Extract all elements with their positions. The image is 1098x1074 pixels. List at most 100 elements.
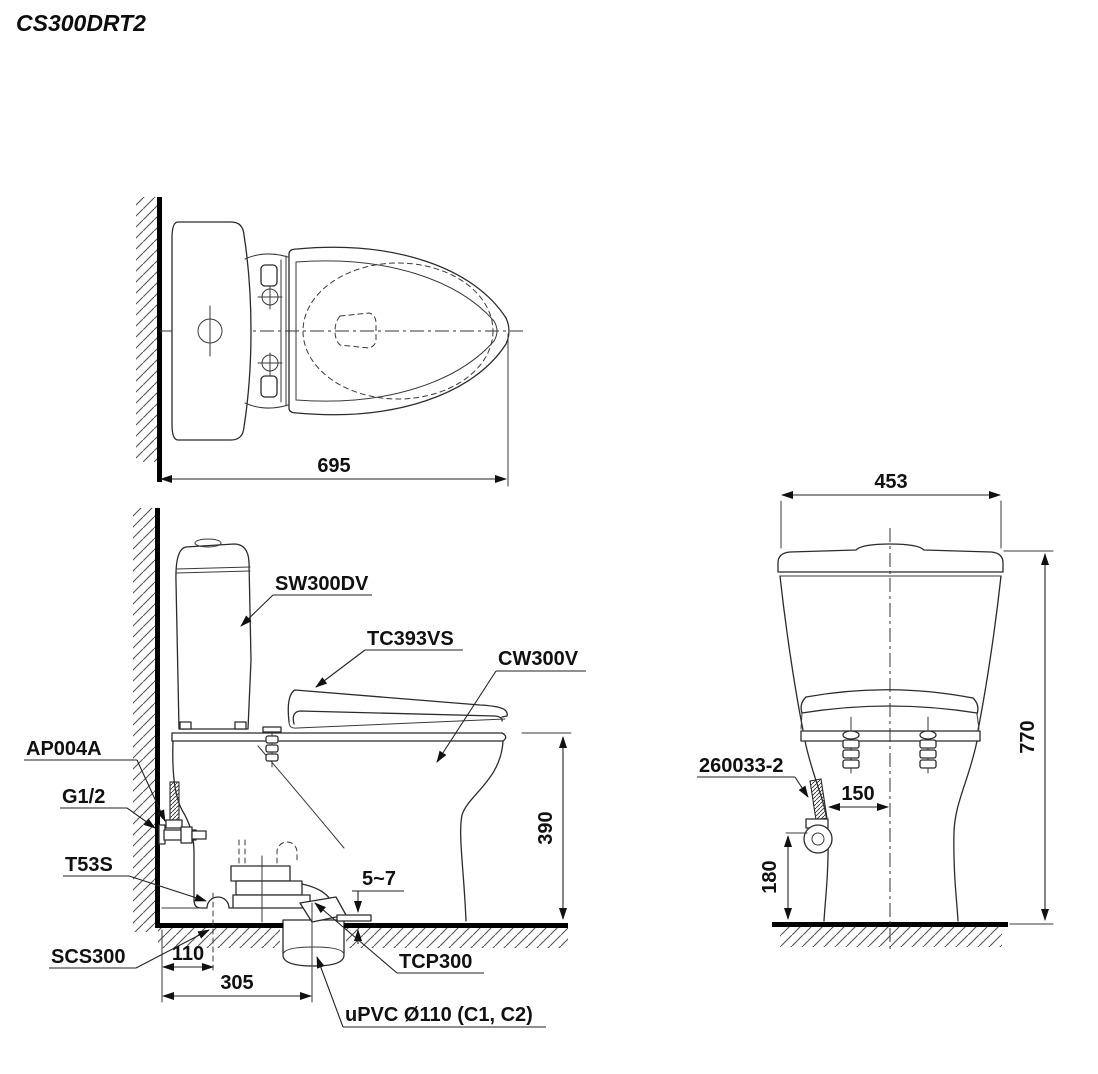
- outlet-lip: [336, 914, 372, 922]
- floor-line: [772, 922, 1008, 927]
- label-angle-valve-leader: [794, 776, 809, 798]
- cistern-side-right: [977, 575, 1002, 731]
- cistern-side-left: [779, 575, 804, 731]
- seat-bolt-plate: [262, 726, 282, 733]
- bolt-washer: [919, 730, 937, 740]
- lid-outline: [288, 246, 510, 416]
- hinge-cap-top: [260, 264, 278, 287]
- bolt-nut: [919, 759, 937, 769]
- connector-plate-1: [230, 865, 291, 882]
- label-stop-valve: T53S: [65, 854, 113, 876]
- seat-lid-profile: [287, 689, 508, 723]
- bolt-washer: [842, 730, 860, 740]
- rim-nose: [501, 732, 507, 742]
- hook-pipe-dashed: [276, 841, 298, 873]
- drain-pipe: [282, 919, 345, 967]
- dim-valve-height: 180: [759, 860, 781, 893]
- inlet-hex-nut: [180, 826, 193, 844]
- wall-line: [157, 197, 162, 482]
- label-cistern: SW300DV: [275, 573, 369, 595]
- pedestal-right: [953, 740, 978, 922]
- label-connector-leader: [135, 929, 210, 969]
- dim-overall-width: 453: [874, 471, 907, 493]
- floor-hatch-right: [346, 928, 568, 948]
- floor-hatch-left: [158, 928, 280, 948]
- seat-ring-arc: [801, 705, 978, 714]
- dim-floor-gap: 5~7: [362, 868, 396, 890]
- floor-line-right: [344, 923, 568, 928]
- seat-lid-curl-right: [972, 697, 979, 715]
- bolt-nut: [919, 739, 937, 749]
- cistern-lid-knob: [194, 538, 222, 548]
- seat-bolt-left: [842, 716, 860, 774]
- dim-outlet-offset: 305: [220, 972, 253, 994]
- label-seat: TC393VS: [367, 628, 454, 650]
- label-stop-valve-leader: [128, 875, 207, 902]
- side-view: 390 5~7 110 305 SW300DV TC393VS CW300V A…: [24, 508, 586, 1028]
- valve-body: [803, 824, 833, 854]
- seat-bolt-nut: [265, 735, 279, 744]
- valve-rod: [809, 778, 828, 821]
- hinge-cap-bottom: [260, 375, 278, 398]
- fill-valve-rod: [169, 781, 180, 821]
- hinge-arc-bottom: [244, 402, 289, 409]
- valve-port: [811, 832, 825, 846]
- label-bowl: CW300V: [498, 648, 579, 670]
- dim-overall-depth: 695: [317, 455, 350, 477]
- bolt-nut: [842, 759, 860, 769]
- water-spot: [334, 312, 377, 349]
- cistern-foot: [234, 721, 247, 730]
- seat-ring-profile: [292, 710, 503, 725]
- drain-pipe-mouth: [282, 946, 345, 956]
- bolt-nut: [919, 749, 937, 759]
- label-fill-valve: AP004A: [26, 738, 102, 760]
- wall-hatch: [133, 508, 155, 932]
- inlet-stub: [191, 830, 207, 840]
- cistern-outline: [175, 543, 252, 730]
- top-view: 695: [136, 197, 523, 487]
- hinge-arc-top: [244, 253, 289, 260]
- seat-lid-arc: [805, 689, 974, 699]
- cistern-lid-line: [175, 566, 251, 570]
- seat-outline: [295, 260, 498, 402]
- wall-line: [155, 508, 160, 928]
- label-drain-pipe-leader: [316, 956, 344, 1028]
- connector-plate-2: [235, 880, 303, 896]
- label-seat-leader: [315, 649, 366, 688]
- cistern-outline: [171, 221, 252, 441]
- label-outlet-socket-leader: [314, 902, 398, 974]
- label-water-inlet: G1/2: [62, 786, 105, 808]
- dim-inlet-offset: 110: [172, 943, 204, 965]
- bolt-nut: [842, 739, 860, 749]
- label-connector: SCS300: [51, 946, 126, 968]
- dim-rim-height: 390: [535, 811, 557, 844]
- bowl-opening: [302, 262, 494, 400]
- seat-edge-left: [800, 712, 803, 730]
- label-fill-valve-leader: [136, 759, 166, 822]
- fill-valve-nut: [165, 819, 183, 829]
- seat-lid-curl-left: [800, 696, 807, 714]
- floor-hatch: [780, 927, 1002, 947]
- label-angle-valve: 260033-2: [699, 755, 784, 777]
- seat-bolt-nut: [265, 753, 279, 762]
- cistern-foot: [179, 721, 192, 730]
- label-drain-pipe: uPVC Ø110 (C1, C2): [345, 1004, 533, 1026]
- bowl-front-profile: [460, 740, 504, 922]
- label-cistern-leader: [240, 594, 274, 627]
- label-water-inlet-leader: [126, 807, 156, 829]
- label-outlet-socket: TCP300: [399, 951, 472, 973]
- connector-plate-3: [232, 894, 311, 909]
- dim-overall-height: 770: [1017, 720, 1039, 753]
- front-view: 453 770 150 180 260033-2: [697, 471, 1054, 950]
- seat-hinge-foot: [288, 718, 506, 729]
- floor-line-left: [155, 923, 283, 928]
- seat-edge-right: [976, 713, 980, 730]
- seat-bolt-nut: [265, 744, 279, 753]
- label-bowl-leader: [436, 670, 497, 763]
- bolt-nut: [842, 749, 860, 759]
- page-title: CS300DRT2: [16, 10, 146, 36]
- dim-valve-to-centerline: 150: [841, 783, 874, 805]
- wall-hatch: [136, 197, 157, 462]
